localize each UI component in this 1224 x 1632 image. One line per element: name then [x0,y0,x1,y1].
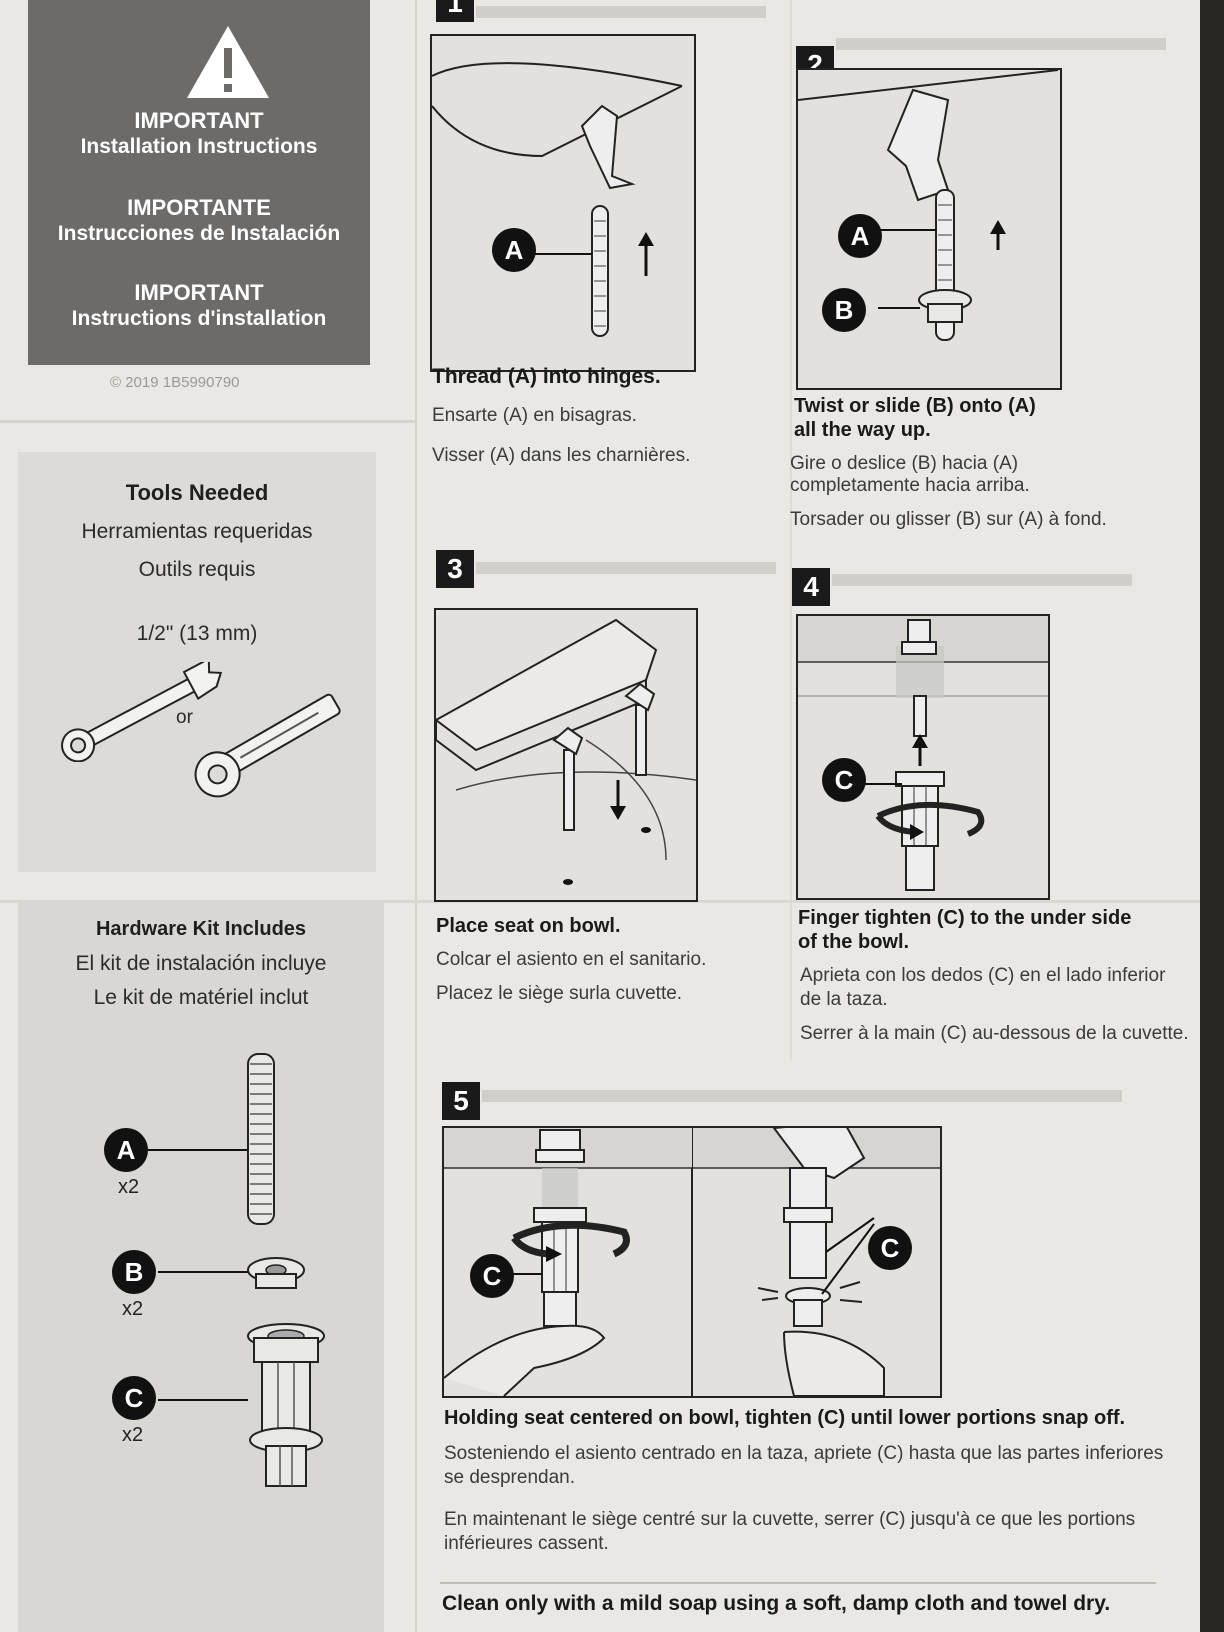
step-2-caption-en-1: Twist or slide (B) onto (A) [794,395,1036,417]
step-1-caption-en: Thread (A) into hinges. [432,365,661,388]
step-4-caption-fr: Serrer à la main (C) au-dessous de la cu… [800,1023,1189,1044]
step-4-caption-en-2: of the bowl. [798,931,910,953]
step-2-callout-a: A [838,214,882,258]
step-5-caption-en: Holding seat centered on bowl, tighten (… [444,1407,1126,1429]
step-2-caption-fr: Torsader ou glisser (B) sur (A) à fond. [790,509,1107,530]
important-sub-es: Instrucciones de Instalación [57,222,341,245]
step-5-number: 5 [442,1082,480,1120]
step-1-caption-fr: Visser (A) dans les charnières. [432,445,691,466]
step-1-callout-a: A [492,228,536,272]
snap-off-fastener-icon [158,1323,325,1487]
fold-line [0,420,415,423]
step-5-caption-es-1: Sosteniendo el asiento centrado en la ta… [444,1443,1164,1464]
step-1-caption-es: Ensarte (A) en bisagras. [432,405,637,426]
step-4-caption-es-2: de la taza. [800,989,888,1010]
hardware-title: Hardware Kit Includes [95,918,307,940]
qty-c: x2 [122,1424,144,1446]
callout-c: C [112,1376,156,1420]
step-3-number: 3 [436,550,474,588]
step-2-illustration [796,68,1062,390]
step-5-callout-c-left: C [470,1254,514,1298]
fold-line [415,0,417,1632]
step-2-caption-es-2: completamente hacia arriba. [790,475,1030,496]
step-5-illustration [442,1126,942,1398]
step-2-caption-en-2: all the way up. [794,419,931,441]
important-notice: IMPORTANT Installation Instructions IMPO… [28,0,370,365]
wrench-size: 1/2" (13 mm) [136,622,258,645]
step-5-caption-fr-1: En maintenant le siège centré sur la cuv… [444,1509,1136,1530]
step-3-caption-fr: Placez le siège surla cuvette. [436,983,683,1004]
important-sub-fr: Instructions d'installation [71,307,327,330]
step-2-callout-b: B [822,288,866,332]
callout-b: B [112,1250,156,1294]
tools-title: Tools Needed [125,480,269,505]
divider [440,1582,1156,1584]
step-bar [476,6,766,18]
step-4-caption-es-1: Aprieta con los dedos (C) en el lado inf… [800,965,1166,986]
important-sub-en: Installation Instructions [80,135,318,158]
threaded-bolt-icon [148,1053,275,1225]
fold-line [790,0,792,1060]
copyright: © 2019 1B5990790 [110,374,240,391]
tools-needed-panel: Tools Needed Herramientas requeridas Out… [18,452,376,872]
tools-es: Herramientas requeridas [81,520,313,543]
step-5-callout-c-right: C [868,1226,912,1270]
warning-icon [187,26,269,98]
step-4-caption-en-1: Finger tighten (C) to the under side [798,907,1132,929]
qty-b: x2 [122,1298,144,1320]
callout-a: A [104,1128,148,1172]
step-1-number: 1 [436,0,474,22]
step-1-illustration [430,34,696,372]
flange-nut-icon [158,1257,305,1289]
step-4-number: 4 [792,568,830,606]
step-bar [482,1090,1122,1102]
or-label: or [176,707,193,728]
important-title-es: IMPORTANTE [127,195,271,220]
important-title-fr: IMPORTANT [134,280,264,305]
step-3-caption-es: Colcar el asiento en el sanitario. [436,949,707,970]
step-5-caption-es-2: se desprendan. [444,1467,575,1488]
step-3-caption-en: Place seat on bowl. [436,915,621,937]
step-bar [836,38,1166,50]
step-4-callout-c: C [822,758,866,802]
step-4-illustration [796,614,1050,900]
hardware-fr: Le kit de matériel inclut [93,986,309,1009]
combination-wrench-icon [61,662,223,762]
hardware-es: El kit de instalación incluye [75,952,327,975]
qty-a: x2 [118,1176,140,1198]
care-instructions: Clean only with a mild soap using a soft… [442,1592,1111,1615]
hardware-kit-panel: Hardware Kit Includes El kit de instalac… [18,900,384,1632]
step-bar [832,574,1132,586]
step-bar [476,562,776,574]
step-5-caption-fr-2: inférieures cassent. [444,1533,609,1554]
tools-fr: Outils requis [138,558,256,581]
step-3-illustration [434,608,698,902]
step-2-caption-es-1: Gire o deslice (B) hacia (A) [790,453,1019,474]
important-title-en: IMPORTANT [134,108,264,133]
socket-wrench-icon [194,693,341,798]
